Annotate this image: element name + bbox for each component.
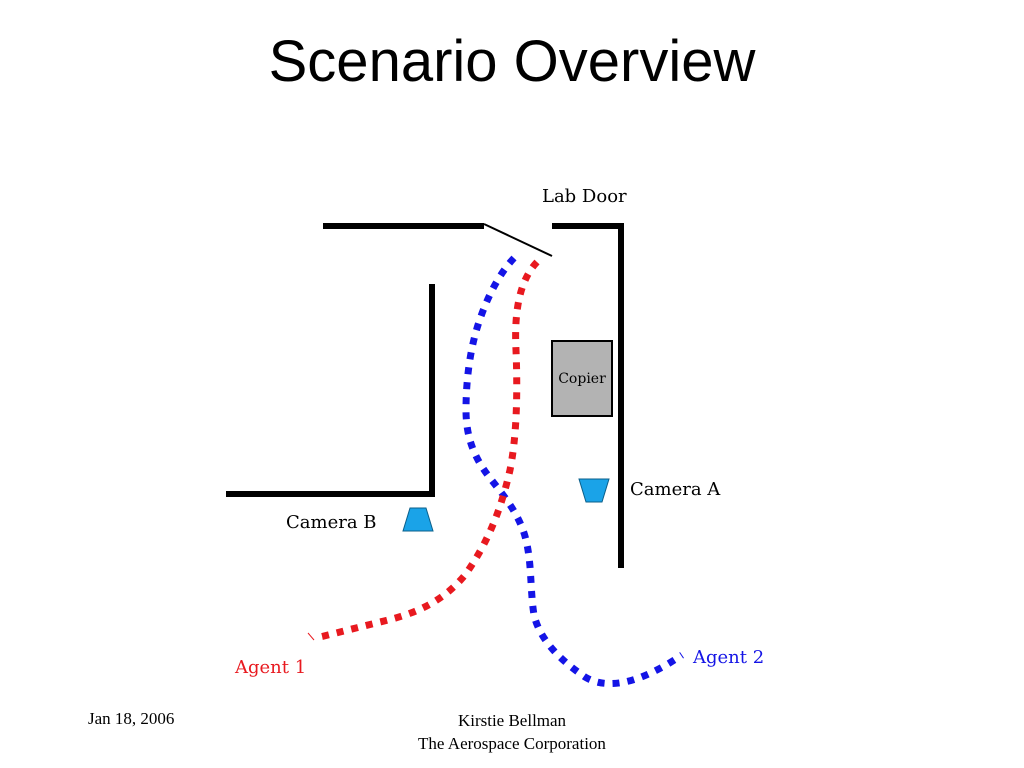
camera-a-icon: [578, 478, 610, 503]
agent-2-label: Agent 2: [692, 647, 764, 668]
footer-organization: The Aerospace Corporation: [418, 734, 606, 753]
agent-1-path-tail: [307, 632, 315, 641]
walls: [226, 223, 624, 568]
camera-a-label: Camera A: [630, 479, 721, 500]
camera-b-label: Camera B: [286, 512, 377, 533]
agent-1-path: [319, 259, 540, 641]
camera-b-icon: [402, 507, 434, 532]
slide-title: Scenario Overview: [268, 29, 756, 94]
copier-box: [551, 340, 613, 417]
lab-door-label: Lab Door: [542, 186, 627, 207]
agent-2-path: [462, 255, 684, 688]
footer-date: Jan 18, 2006: [88, 709, 175, 728]
footer-author-block: Kirstie Bellman The Aerospace Corporatio…: [312, 709, 712, 755]
copier-label: Copier: [558, 371, 606, 387]
footer-author: Kirstie Bellman: [457, 711, 567, 730]
lab-door-line: [483, 223, 553, 257]
agent-1-label: Agent 1: [234, 657, 306, 678]
